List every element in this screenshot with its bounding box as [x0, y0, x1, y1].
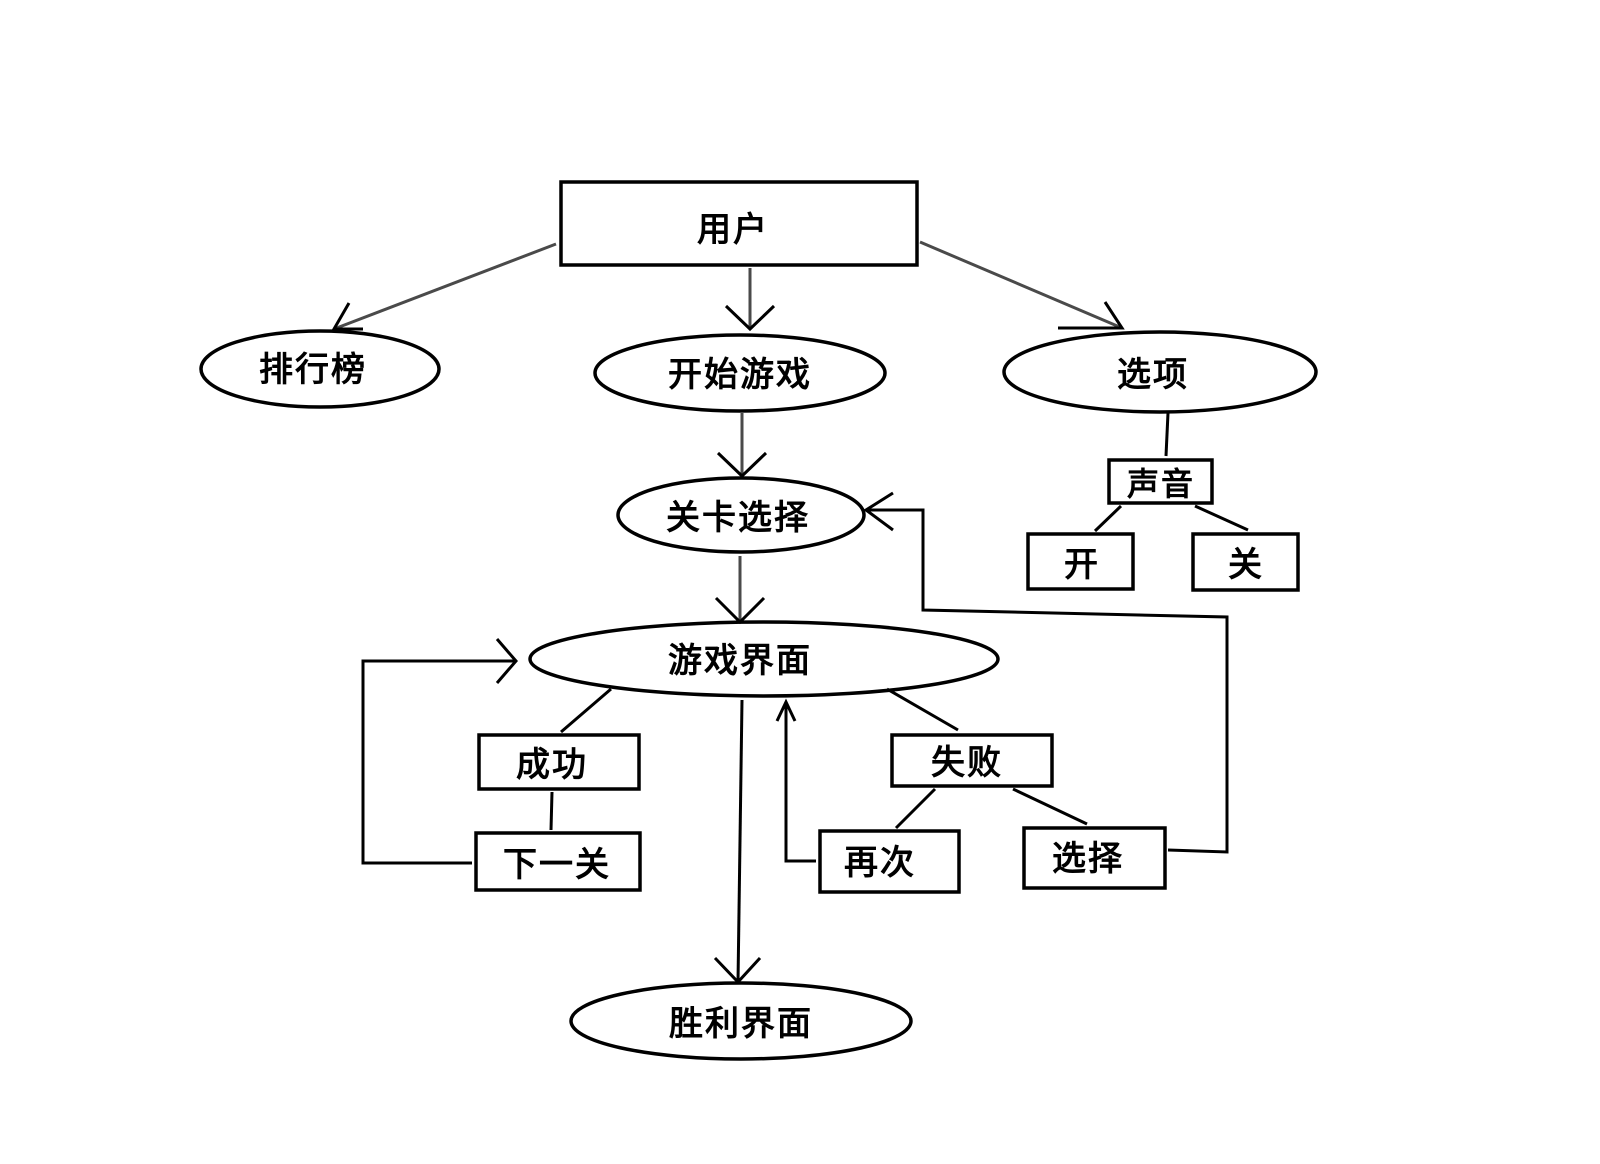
edge-sound-to-off — [1194, 504, 1249, 532]
node-retry-label: 再次 — [844, 843, 916, 883]
node-user-box — [559, 180, 919, 267]
node-options: 选项 — [1002, 330, 1318, 414]
node-victory-screen-ellipse — [569, 981, 913, 1061]
arrowhead-icon — [495, 638, 518, 684]
edge-user-to-start-game — [724, 268, 776, 332]
edge-level-select-to-game-screen — [714, 556, 766, 625]
arrowhead-icon — [331, 302, 363, 331]
node-level-select-ellipse — [616, 476, 866, 554]
edge-game-screen-to-failure — [886, 687, 959, 732]
edge-start-game-to-level-select — [716, 412, 768, 479]
node-leaderboard-label: 排行榜 — [259, 350, 367, 390]
node-success-box — [477, 733, 641, 791]
arrowhead-icon — [716, 451, 768, 479]
node-next-level-label: 下一关 — [503, 845, 611, 885]
node-off: 关 — [1191, 532, 1300, 592]
node-off-box — [1191, 532, 1300, 592]
node-victory-screen: 胜利界面 — [569, 981, 913, 1061]
node-retry-box — [818, 829, 961, 894]
node-off-label: 关 — [1228, 545, 1264, 585]
node-game-screen: 游戏界面 — [528, 620, 1000, 698]
edge-options-to-sound — [1164, 412, 1170, 457]
edge-retry-to-game-screen — [775, 698, 816, 863]
arrowhead-icon — [1058, 301, 1125, 330]
node-leaderboard: 排行榜 — [199, 329, 441, 409]
node-start-game: 开始游戏 — [593, 333, 887, 413]
node-failure-label: 失败 — [931, 743, 1003, 783]
arrowhead-icon — [724, 304, 776, 332]
node-on: 开 — [1026, 532, 1135, 591]
arrowhead-icon — [863, 491, 894, 532]
node-victory-screen-label: 胜利界面 — [669, 1004, 813, 1044]
node-failure-box — [890, 733, 1054, 788]
node-user-label: 用户 — [697, 210, 769, 250]
node-start-game-ellipse — [593, 333, 887, 413]
edge-game-screen-to-success — [560, 687, 612, 734]
node-retry: 再次 — [818, 829, 961, 894]
node-user: 用户 — [559, 180, 919, 267]
node-game-screen-label: 游戏界面 — [668, 641, 812, 681]
node-level-select: 关卡选择 — [616, 476, 866, 554]
edge-failure-to-retry — [894, 787, 937, 830]
node-choose-label: 选择 — [1052, 839, 1124, 879]
edge-game-screen-to-victory-screen — [713, 699, 762, 985]
node-failure: 失败 — [890, 733, 1054, 788]
node-choose: 选择 — [1022, 826, 1167, 890]
arrowhead-icon — [714, 596, 766, 625]
edge-user-to-leaderboard — [331, 242, 557, 331]
edge-user-to-options — [919, 240, 1125, 330]
node-leaderboard-ellipse — [199, 329, 441, 409]
node-options-label: 选项 — [1117, 355, 1189, 395]
node-next-level-box — [474, 831, 642, 892]
node-game-screen-ellipse — [528, 620, 1000, 698]
node-start-game-label: 开始游戏 — [668, 355, 812, 395]
node-sound-label: 声音 — [1127, 465, 1195, 503]
edge-failure-to-choose — [1012, 787, 1088, 826]
arrowhead-icon — [775, 698, 797, 722]
node-sound: 声音 — [1107, 458, 1214, 505]
node-success-label: 成功 — [516, 745, 588, 785]
node-next-level: 下一关 — [474, 831, 642, 892]
node-options-ellipse — [1002, 330, 1318, 414]
node-sound-box — [1107, 458, 1214, 505]
node-choose-box — [1022, 826, 1167, 890]
node-on-label: 开 — [1064, 545, 1100, 585]
arrowhead-icon — [713, 956, 762, 985]
edge-sound-to-on — [1093, 504, 1123, 533]
edge-next-level-to-game-screen — [361, 638, 518, 865]
edge-choose-to-level-select — [863, 491, 1229, 854]
node-success: 成功 — [477, 733, 641, 791]
edge-success-to-next-level — [549, 791, 554, 831]
node-level-select-label: 关卡选择 — [666, 498, 810, 538]
node-on-box — [1026, 532, 1135, 591]
